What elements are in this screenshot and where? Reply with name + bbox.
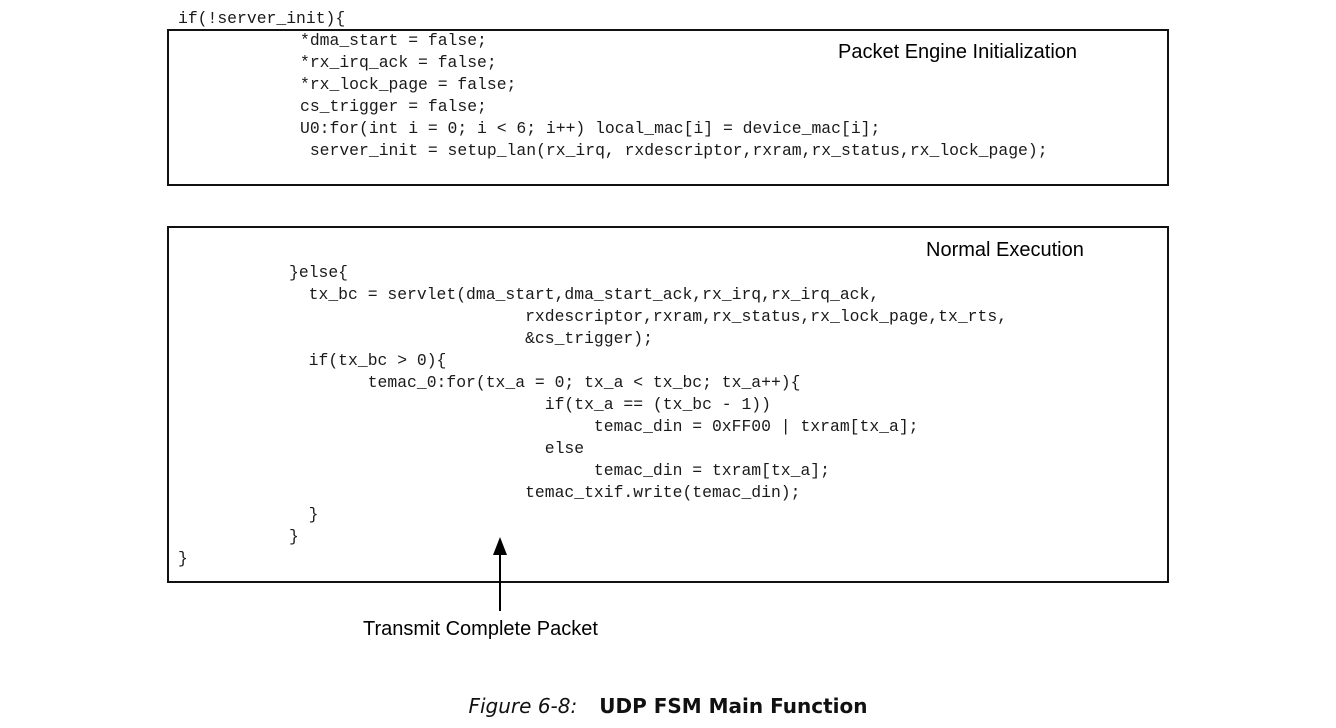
code-line: } bbox=[289, 505, 319, 524]
caption-title: UDP FSM Main Function bbox=[599, 694, 868, 718]
code-line: tx_bc = servlet(dma_start,dma_start_ack,… bbox=[289, 285, 880, 304]
code-line: server_init = setup_lan(rx_irq, rxdescri… bbox=[300, 141, 1048, 160]
code-line: if(tx_a == (tx_bc - 1)) bbox=[289, 395, 771, 414]
code-closing-brace: } bbox=[178, 549, 188, 568]
figure-caption: Figure 6-8: UDP FSM Main Function bbox=[0, 694, 1336, 718]
code-line: *rx_lock_page = false; bbox=[300, 75, 517, 94]
caption-number: Figure 6-8: bbox=[468, 694, 578, 718]
exec-box-label: Normal Execution bbox=[926, 239, 1084, 261]
arrow-label: Transmit Complete Packet bbox=[363, 618, 598, 640]
code-line: temac_din = 0xFF00 | txram[tx_a]; bbox=[289, 417, 919, 436]
code-line: cs_trigger = false; bbox=[300, 97, 487, 116]
code-line: }else{ bbox=[289, 263, 349, 282]
code-line: } bbox=[289, 527, 299, 546]
code-line: *rx_irq_ack = false; bbox=[300, 53, 497, 72]
init-box-label: Packet Engine Initialization bbox=[838, 41, 1078, 63]
code-line: temac_txif.write(temac_din); bbox=[289, 483, 801, 502]
code-line: U0:for(int i = 0; i < 6; i++) local_mac[… bbox=[300, 119, 881, 138]
code-line: &cs_trigger); bbox=[289, 329, 653, 348]
code-if-line: if(!server_init){ bbox=[178, 9, 346, 28]
code-line: temac_0:for(tx_a = 0; tx_a < tx_bc; tx_a… bbox=[289, 373, 801, 392]
code-line: if(tx_bc > 0){ bbox=[289, 351, 447, 370]
init-box bbox=[167, 29, 1169, 186]
up-arrow-icon bbox=[493, 537, 507, 611]
code-line: else bbox=[289, 439, 585, 458]
code-line: rxdescriptor,rxram,rx_status,rx_lock_pag… bbox=[289, 307, 1008, 326]
code-line: temac_din = txram[tx_a]; bbox=[289, 461, 830, 480]
code-line: *dma_start = false; bbox=[300, 31, 487, 50]
exec-box bbox=[167, 226, 1169, 583]
